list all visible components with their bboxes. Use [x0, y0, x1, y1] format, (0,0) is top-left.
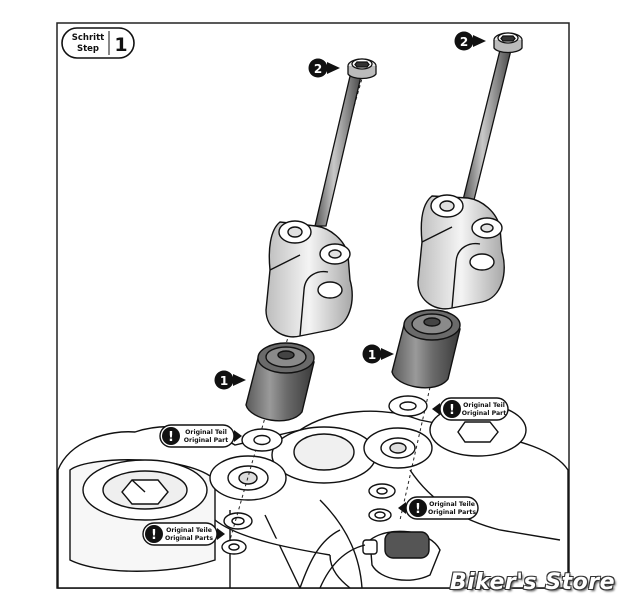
callout-original-parts-left: ! Original Teile Original Parts — [142, 522, 225, 546]
marker-1-left: 1 — [214, 370, 246, 390]
exclamation-icon: ! — [168, 430, 174, 445]
left-original-washer — [241, 428, 283, 452]
exclamation-icon: ! — [449, 403, 455, 418]
right-original-washer — [388, 395, 428, 417]
left-center-line — [229, 67, 366, 541]
callout-text-de: Original Teil — [185, 429, 227, 436]
marker-number: 1 — [368, 348, 376, 362]
callout-text-de: Original Teil — [463, 402, 505, 409]
step-label-de: Schritt — [72, 33, 104, 43]
marker-number: 2 — [460, 35, 468, 49]
step-badge: Schritt Step 1 — [61, 27, 135, 59]
marker-number: 2 — [314, 62, 322, 76]
right-bushing — [391, 309, 461, 389]
right-riser — [417, 194, 505, 310]
left-riser — [265, 220, 353, 338]
right-center-line — [399, 41, 509, 521]
callout-original-part-right: ! Original Teil Original Part — [432, 397, 509, 421]
left-bolt — [314, 58, 377, 227]
callout-text-de: Original Teile — [166, 527, 212, 534]
step-number: 1 — [114, 34, 127, 56]
callout-original-part-left: ! Original Teil Original Part — [159, 424, 242, 448]
marker-1-right: 1 — [362, 344, 394, 364]
triple-clamp — [57, 403, 569, 589]
exclamation-icon: ! — [415, 502, 421, 517]
callout-text-de: Original Teile — [429, 501, 475, 508]
marker-2-right: 2 — [454, 31, 486, 51]
callout-original-parts-right: ! Original Teile Original Parts — [398, 496, 479, 520]
left-bushing — [245, 342, 315, 422]
callout-text-en: Original Part — [462, 410, 506, 417]
marker-number: 1 — [220, 374, 228, 388]
callout-text-en: Original Part — [184, 437, 228, 444]
callout-text-en: Original Parts — [165, 535, 213, 542]
step-label-en: Step — [77, 44, 99, 54]
callout-text-en: Original Parts — [428, 509, 476, 516]
store-watermark: Biker's Store — [449, 570, 615, 595]
marker-2-left: 2 — [308, 58, 340, 78]
exclamation-icon: ! — [151, 528, 157, 543]
